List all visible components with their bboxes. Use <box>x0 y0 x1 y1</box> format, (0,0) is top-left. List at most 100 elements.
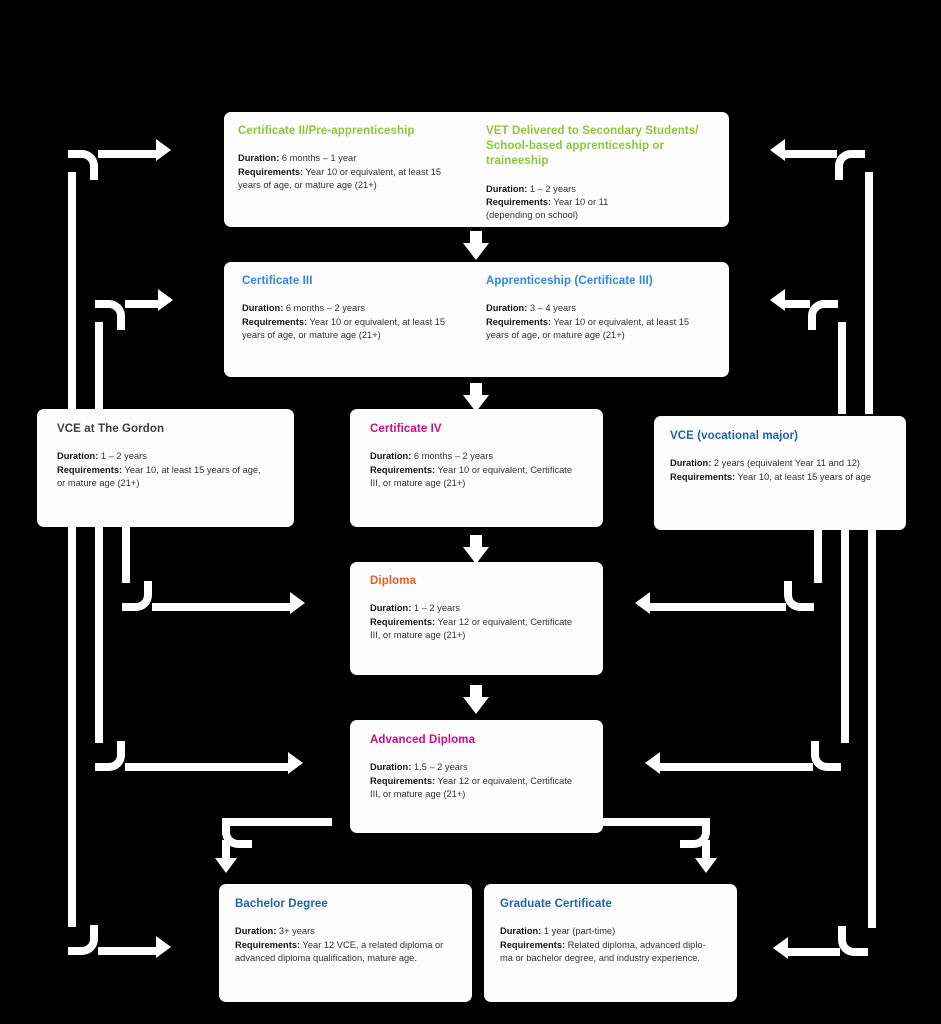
arrow-line-right-down-c <box>814 530 822 583</box>
node-advanced-diploma-title: Advanced Diploma <box>370 734 476 746</box>
arrow-line-left-1-h <box>98 150 158 158</box>
node-graduate-certificate[interactable]: Graduate Certificate Duration: 1 year (p… <box>484 884 737 1002</box>
arrow-line-left-down-b-h <box>125 763 290 771</box>
node-vce-gordon-duration: 1 – 2 years <box>98 451 147 462</box>
node-apprenticeship-iii-req1: Year 10 or equivalent, at least 15 <box>551 316 690 327</box>
arrow-line-advdip-to-gradcert-h <box>600 818 710 826</box>
arrow-line-left-down-b <box>95 527 103 743</box>
node-certificate-ii[interactable]: Certificate II/Pre-apprenticeship Durati… <box>238 124 470 193</box>
node-diploma[interactable]: Diploma Duration: 1 – 2 years Requiremen… <box>350 562 603 675</box>
arrow-head-to-bachelor-degree <box>156 936 171 958</box>
arrow-line-right-2-h <box>785 300 810 308</box>
arrow-head-to-diploma-right <box>635 592 650 614</box>
arrow-elbow-left-down-c <box>122 581 152 611</box>
arrow-line-left-2-h <box>125 300 160 308</box>
duration-label: Duration: <box>242 303 284 314</box>
duration-label: Duration: <box>370 451 412 462</box>
arrow-head-to-certificate-ii <box>156 139 171 161</box>
arrow-line-advdip-to-bachelor-v <box>222 840 230 860</box>
node-advanced-diploma-duration: 1.5 – 2 years <box>411 762 468 773</box>
arrow-elbow-right-1 <box>835 150 865 180</box>
node-certificate-iii-req1: Year 10 or equivalent, at least 15 <box>307 316 446 327</box>
node-bachelor-degree-req2: advanced diploma qualification, mature a… <box>235 953 417 964</box>
node-vce-vocational-major-duration: 2 years (equivalent Year 11 and 12) <box>711 458 861 469</box>
requirements-label: Requirements: <box>486 316 552 327</box>
node-vet-secondary-req2: (depending on school) <box>486 210 579 221</box>
node-bachelor-degree-req1: Year 12 VCE, a related diploma or <box>300 939 444 950</box>
arrow-line-left-down-a <box>68 527 76 927</box>
arrow-head-to-certificate-iii-right <box>770 289 785 311</box>
requirements-label: Requirements: <box>670 471 736 482</box>
duration-label: Duration: <box>486 183 528 194</box>
arrow-elbow-left-down-a <box>68 925 98 955</box>
node-vce-gordon-title: VCE at The Gordon <box>57 423 165 435</box>
node-graduate-certificate-req1: Related diploma, advanced diplo- <box>565 939 706 950</box>
duration-label: Duration: <box>670 458 712 469</box>
arrow-line-left-down-c <box>122 527 130 583</box>
node-certificate-iv-req1: Year 10 or equivalent, Certificate <box>435 464 573 475</box>
arrow-head-to-advanced-diploma-right <box>645 752 660 774</box>
node-row-2[interactable]: Certificate III Duration: 6 months – 2 y… <box>224 262 729 377</box>
node-advanced-diploma-body: Advanced Diploma Duration: 1.5 – 2 years… <box>370 733 592 802</box>
node-vet-secondary-req1: Year 10 or 11 <box>551 196 609 207</box>
requirements-label: Requirements: <box>370 616 436 627</box>
node-certificate-iii[interactable]: Certificate III Duration: 6 months – 2 y… <box>242 274 477 343</box>
arrow-elbow-left-down-b <box>95 741 125 771</box>
arrow-elbow-right-down-b <box>811 741 841 771</box>
arrow-line-left-down-a-h <box>98 947 158 955</box>
arrow-line-advdip-to-gradcert-v <box>702 840 710 860</box>
node-certificate-ii-meta: Duration: 6 months – 1 year Requirements… <box>238 152 470 192</box>
node-bachelor-degree[interactable]: Bachelor Degree Duration: 3+ years Requi… <box>219 884 472 1002</box>
node-vce-vocational-major[interactable]: VCE (vocational major) Duration: 2 years… <box>654 416 906 530</box>
arrow-elbow-left-1 <box>68 150 98 180</box>
node-vce-vocational-major-body: VCE (vocational major) Duration: 2 years… <box>670 429 902 484</box>
node-apprenticeship-iii[interactable]: Apprenticeship (Certificate III) Duratio… <box>486 274 724 343</box>
node-graduate-certificate-meta: Duration: 1 year (part-time) Requirement… <box>500 925 732 965</box>
node-row-1[interactable]: Certificate II/Pre-apprenticeship Durati… <box>224 112 729 227</box>
arrow-elbow-right-down-c <box>784 581 814 611</box>
arrow-line-right-down-c-h <box>650 603 786 611</box>
node-vce-gordon-body: VCE at The Gordon Duration: 1 – 2 years … <box>57 422 282 491</box>
node-vet-secondary-title-1: VET Delivered to Secondary Students/ <box>486 125 699 137</box>
arrow-head-advdip-to-bachelor <box>215 858 237 873</box>
requirements-label: Requirements: <box>500 939 566 950</box>
requirements-label: Requirements: <box>238 166 304 177</box>
node-certificate-iii-duration: 6 months – 2 years <box>283 303 365 314</box>
node-vet-secondary-title: VET Delivered to Secondary Students/ Sch… <box>486 124 718 170</box>
node-diploma-body: Diploma Duration: 1 – 2 years Requiremen… <box>370 574 592 643</box>
node-graduate-certificate-body: Graduate Certificate Duration: 1 year (p… <box>500 897 732 966</box>
node-vet-secondary[interactable]: VET Delivered to Secondary Students/ Sch… <box>486 124 718 223</box>
node-certificate-iv[interactable]: Certificate IV Duration: 6 months – 2 ye… <box>350 409 603 527</box>
arrow-elbow-left-2 <box>95 300 125 330</box>
arrow-line-right-trunk-2 <box>838 322 846 414</box>
arrow-head-to-certificate-iii <box>158 289 173 311</box>
node-advanced-diploma[interactable]: Advanced Diploma Duration: 1.5 – 2 years… <box>350 720 603 833</box>
node-bachelor-degree-meta: Duration: 3+ years Requirements: Year 12… <box>235 925 467 965</box>
node-vce-gordon-req1: Year 10, at least 15 years of age, <box>122 464 261 475</box>
node-graduate-certificate-req2: ma or bachelor degree, and industry expe… <box>500 953 701 964</box>
arrow-head-to-certificate-ii-right <box>770 139 785 161</box>
node-diploma-req1: Year 12 or equivalent, Certificate <box>435 616 573 627</box>
node-certificate-iv-title: Certificate IV <box>370 423 442 435</box>
arrow-line-right-trunk-1 <box>865 172 873 414</box>
node-apprenticeship-iii-meta: Duration: 3 – 4 years Requirements: Year… <box>486 302 724 342</box>
node-certificate-ii-req1: Year 10 or equivalent, at least 15 <box>303 166 442 177</box>
node-vce-gordon[interactable]: VCE at The Gordon Duration: 1 – 2 years … <box>37 409 294 527</box>
requirements-label: Requirements: <box>242 316 308 327</box>
node-bachelor-degree-body: Bachelor Degree Duration: 3+ years Requi… <box>235 897 467 966</box>
arrow-elbow-advdip-bachelor <box>222 818 252 848</box>
node-diploma-duration: 1 – 2 years <box>411 603 460 614</box>
node-apprenticeship-iii-duration: 3 – 4 years <box>527 303 576 314</box>
node-vet-secondary-title-3: or traineeship <box>486 140 665 168</box>
node-vet-secondary-title-2: School-based apprenticeship <box>486 140 650 153</box>
node-certificate-ii-req2: years of age, or mature age (21+) <box>238 180 377 191</box>
duration-label: Duration: <box>57 451 99 462</box>
node-certificate-iv-duration: 6 months – 2 years <box>411 451 493 462</box>
arrow-line-advdip-to-bachelor-h <box>222 818 332 826</box>
arrow-head-to-graduate-certificate <box>773 937 788 959</box>
node-vet-secondary-duration: 1 – 2 years <box>527 183 576 194</box>
node-certificate-iv-meta: Duration: 6 months – 2 years Requirement… <box>370 450 592 490</box>
arrow-line-left-trunk-1 <box>68 172 76 530</box>
arrow-elbow-right-2 <box>808 300 838 330</box>
